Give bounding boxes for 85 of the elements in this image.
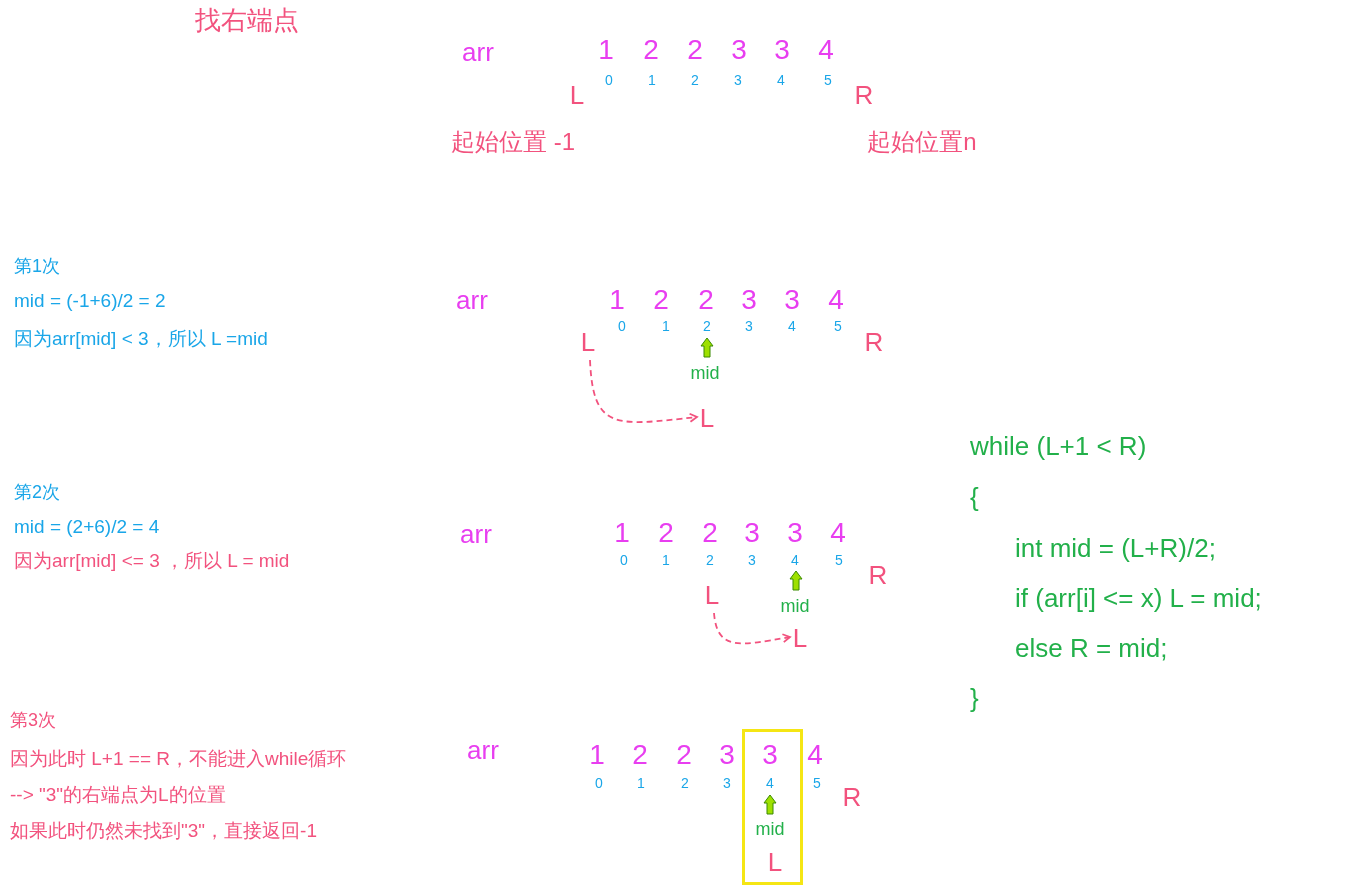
array-value: 3 — [774, 36, 790, 64]
dashed-arrow — [713, 612, 791, 645]
array-value: 2 — [653, 286, 669, 314]
array-label: arr — [462, 39, 494, 65]
pointer-label: R — [842, 784, 862, 810]
array-value: 4 — [818, 36, 834, 64]
array-value: 1 — [614, 519, 630, 547]
mid-label: mid — [690, 364, 720, 382]
index-number: 1 — [662, 319, 670, 333]
index-number: 3 — [748, 553, 756, 567]
array-value: 3 — [741, 286, 757, 314]
array-value: 2 — [702, 519, 718, 547]
position-note: 起始位置n — [867, 130, 977, 154]
highlight-box — [742, 729, 803, 885]
array-value: 1 — [589, 741, 605, 769]
heading: 找右端点 — [195, 7, 299, 33]
index-number: 0 — [618, 319, 626, 333]
pointer-label: R — [868, 562, 888, 588]
index-number: 1 — [648, 73, 656, 87]
pointer-label: R — [864, 329, 884, 355]
array-value: 3 — [744, 519, 760, 547]
array-value: 1 — [609, 286, 625, 314]
pointer-label: L — [704, 582, 720, 608]
step-note: mid = (-1+6)/2 = 2 — [14, 290, 166, 310]
step-note: 因为此时 L+1 == R，不能进入while循环 — [10, 748, 347, 768]
code-line: while (L+1 < R) — [970, 433, 1147, 459]
dashed-arrow — [589, 359, 698, 423]
index-number: 2 — [706, 553, 714, 567]
position-note: 起始位置 -1 — [451, 130, 575, 154]
array-value: 2 — [676, 741, 692, 769]
array-value: 2 — [632, 741, 648, 769]
array-value: 3 — [731, 36, 747, 64]
index-number: 4 — [791, 553, 799, 567]
index-number: 5 — [834, 319, 842, 333]
array-value: 3 — [762, 741, 778, 769]
array-label: arr — [456, 287, 488, 313]
step-heading: 第1次 — [14, 257, 60, 275]
array-value: 1 — [598, 36, 614, 64]
index-number: 1 — [662, 553, 670, 567]
array-value: 2 — [698, 286, 714, 314]
index-number: 0 — [620, 553, 628, 567]
code-line: int mid = (L+R)/2; — [1015, 535, 1216, 561]
index-number: 1 — [637, 776, 645, 790]
code-line: if (arr[i] <= x) L = mid; — [1015, 585, 1262, 611]
index-number: 4 — [766, 776, 774, 790]
step-note: mid = (2+6)/2 = 4 — [14, 516, 160, 536]
index-number: 4 — [788, 319, 796, 333]
pointer-label: L — [569, 82, 585, 108]
step-note: 因为arr[mid] <= 3 ，所以 L = mid — [14, 550, 290, 570]
step-heading: 第2次 — [14, 483, 60, 501]
mid-label: mid — [755, 820, 785, 838]
pointer-label: L — [767, 849, 783, 875]
array-value: 3 — [719, 741, 735, 769]
pointer-label: L — [792, 625, 808, 651]
array-label: arr — [467, 737, 499, 763]
step-note: --> "3"的右端点为L的位置 — [10, 784, 226, 804]
index-number: 0 — [595, 776, 603, 790]
pointer-label: R — [854, 82, 874, 108]
index-number: 4 — [777, 73, 785, 87]
index-number: 5 — [835, 553, 843, 567]
index-number: 2 — [681, 776, 689, 790]
index-number: 3 — [734, 73, 742, 87]
array-label: arr — [460, 521, 492, 547]
index-number: 0 — [605, 73, 613, 87]
code-line: } — [970, 685, 979, 711]
mid-label: mid — [780, 597, 810, 615]
array-value: 3 — [787, 519, 803, 547]
index-number: 5 — [824, 73, 832, 87]
array-value: 3 — [784, 286, 800, 314]
pointer-label: L — [580, 329, 596, 355]
code-line: { — [970, 484, 979, 510]
index-number: 3 — [745, 319, 753, 333]
code-line: else R = mid; — [1015, 635, 1168, 661]
array-value: 2 — [643, 36, 659, 64]
step-note: 如果此时仍然未找到"3"，直接返回-1 — [10, 820, 317, 840]
array-value: 4 — [828, 286, 844, 314]
step-heading: 第3次 — [10, 711, 56, 729]
step-note: 因为arr[mid] < 3，所以 L =mid — [14, 328, 268, 348]
array-value: 4 — [807, 741, 823, 769]
index-number: 2 — [703, 319, 711, 333]
pointer-label: L — [699, 405, 715, 431]
index-number: 2 — [691, 73, 699, 87]
array-value: 2 — [658, 519, 674, 547]
array-value: 2 — [687, 36, 703, 64]
array-value: 4 — [830, 519, 846, 547]
